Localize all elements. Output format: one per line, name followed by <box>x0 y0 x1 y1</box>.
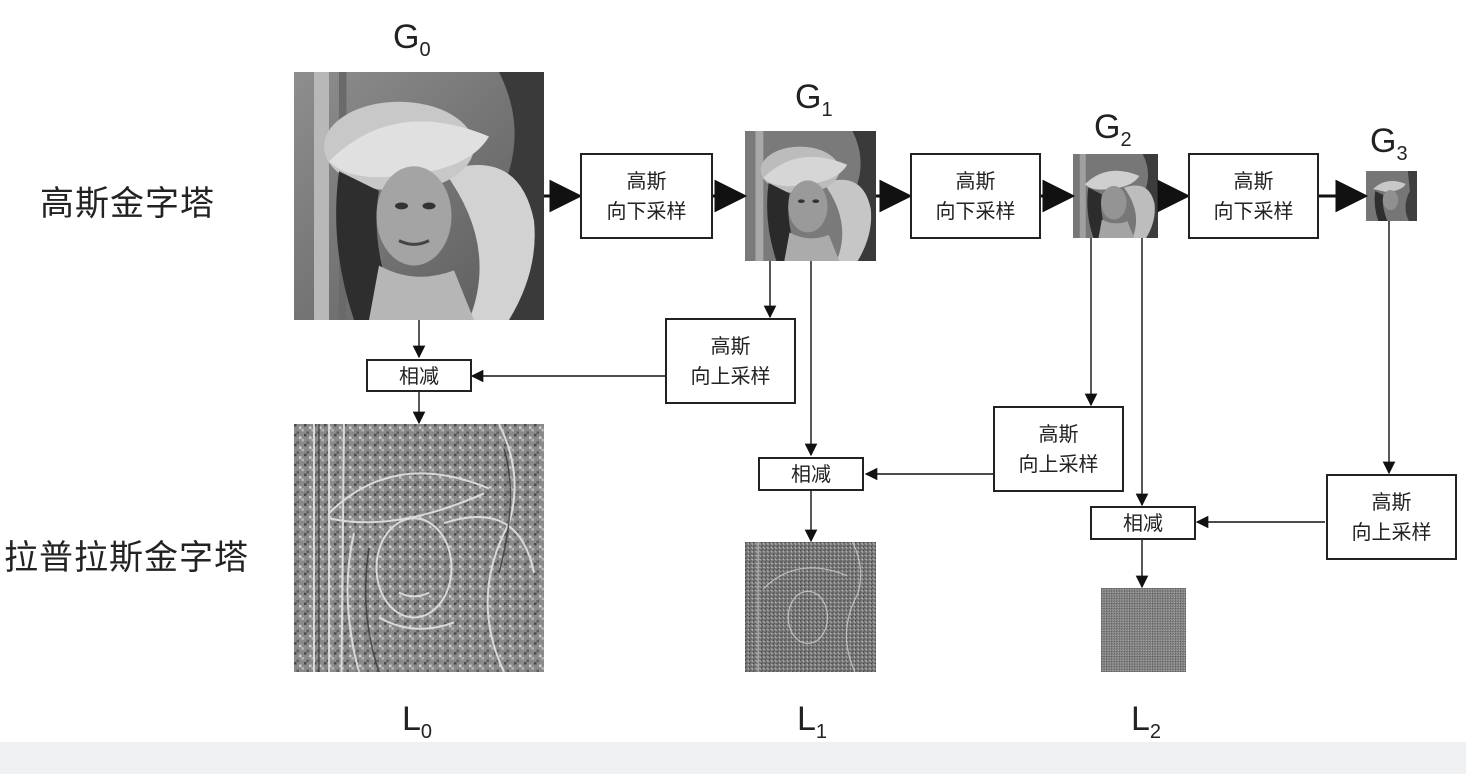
downsample-line2: 向下采样 <box>606 199 687 223</box>
downsample-box-3: 高斯 向下采样 <box>1188 153 1319 239</box>
g1-caption: G1 <box>795 78 833 121</box>
l2-caption: L2 <box>1131 700 1162 743</box>
upsample-line2: 向上采样 <box>690 364 771 388</box>
g2-image <box>1073 154 1158 238</box>
upsample-line1: 高斯 <box>1371 490 1412 514</box>
l0-image <box>294 424 544 672</box>
g3-image <box>1366 171 1417 221</box>
g2-caption: G2 <box>1094 108 1132 151</box>
l1-image <box>745 542 876 672</box>
upsample-line1: 高斯 <box>710 334 751 358</box>
subtract-label: 相减 <box>1123 511 1163 535</box>
subtract-box-0: 相减 <box>366 359 472 392</box>
subtract-label: 相减 <box>399 363 439 388</box>
laplacian-pyramid-label: 拉普拉斯金字塔 <box>4 538 249 578</box>
l0-caption: L0 <box>402 700 433 743</box>
subtract-label: 相减 <box>791 462 831 486</box>
l1-caption: L1 <box>797 700 828 743</box>
downsample-line1: 高斯 <box>955 169 996 193</box>
g0-caption: G0 <box>393 18 431 61</box>
g1-image <box>745 131 876 261</box>
subtract-box-2: 相减 <box>1090 506 1196 540</box>
upsample-box-2: 高斯 向上采样 <box>993 406 1124 492</box>
downsample-line2: 向下采样 <box>1213 199 1294 223</box>
downsample-box-2: 高斯 向下采样 <box>910 153 1041 239</box>
downsample-box-1: 高斯 向下采样 <box>580 153 713 239</box>
subtract-box-1: 相减 <box>758 457 864 491</box>
footer-band <box>0 742 1466 774</box>
upsample-box-1: 高斯 向上采样 <box>665 318 796 404</box>
upsample-line1: 高斯 <box>1038 422 1079 446</box>
downsample-line1: 高斯 <box>626 169 667 193</box>
upsample-line2: 向上采样 <box>1018 452 1099 476</box>
gaussian-pyramid-label: 高斯金字塔 <box>40 184 215 224</box>
upsample-box-3: 高斯 向上采样 <box>1326 474 1457 560</box>
downsample-line1: 高斯 <box>1233 169 1274 193</box>
downsample-line2: 向下采样 <box>935 199 1016 223</box>
g0-image <box>294 72 544 320</box>
g3-caption: G3 <box>1370 122 1408 165</box>
upsample-line2: 向上采样 <box>1351 520 1432 544</box>
l2-image <box>1101 588 1186 672</box>
